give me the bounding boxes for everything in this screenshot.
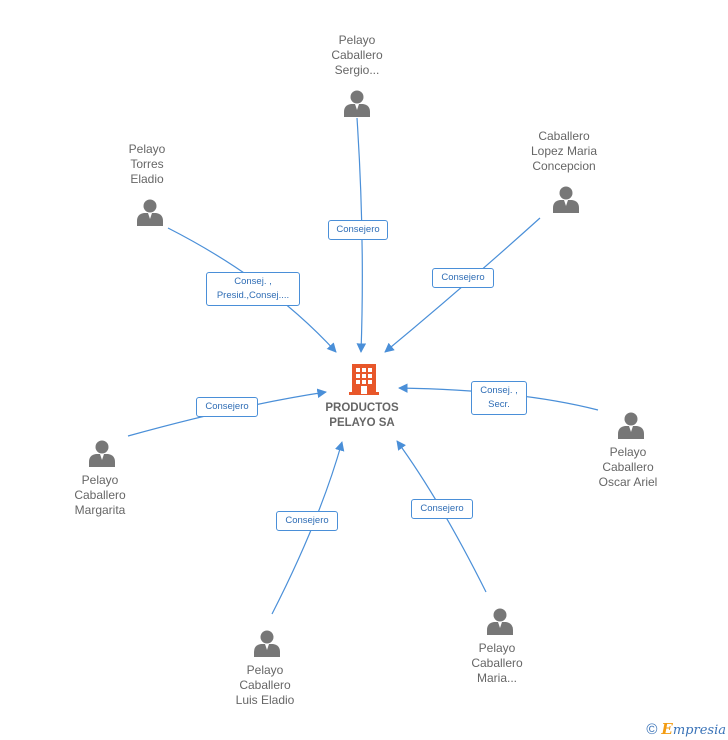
company-name-line: PELAYO SA	[329, 417, 395, 429]
brand-name: mpresia	[672, 723, 726, 738]
person-name-line: Caballero	[74, 488, 126, 502]
relation-label-eladio[interactable]: Consej. , Presid.,Consej....	[206, 272, 300, 306]
relation-label-sergio[interactable]: Consejero	[328, 220, 388, 240]
relation-text: Consejero	[205, 401, 249, 412]
person-name-line: Luis Eladio	[235, 693, 295, 707]
footer-brand: ©Empresia	[646, 720, 726, 738]
person-name-line: Caballero	[602, 460, 654, 474]
person-name-line: Caballero	[331, 48, 383, 62]
copyright-icon: ©	[646, 721, 658, 738]
person-icon[interactable]	[616, 410, 646, 440]
person-name-line: Torres	[130, 157, 164, 171]
person-name-line: Maria...	[476, 671, 517, 685]
person-name-line: Pelayo	[128, 142, 166, 156]
person-name-line: Pelayo	[246, 663, 284, 677]
relation-text: Secr.	[488, 399, 510, 410]
building-icon[interactable]	[347, 362, 381, 396]
brand-logo-e: E	[661, 720, 673, 738]
person-name-line: Pelayo	[478, 641, 516, 655]
relation-label-margarita[interactable]: Consejero	[196, 397, 258, 417]
person-name-line: Caballero	[538, 129, 590, 143]
relation-text: Consejero	[441, 272, 485, 283]
person-name-line: Lopez Maria	[530, 144, 598, 158]
relation-label-oscar[interactable]: Consej. , Secr.	[471, 381, 527, 415]
relation-text: Consejero	[336, 224, 380, 235]
person-name-line: Caballero	[471, 656, 523, 670]
person-name-line: Pelayo	[609, 445, 647, 459]
person-icon[interactable]	[342, 88, 372, 118]
person-name-line: Sergio...	[334, 63, 380, 77]
relation-text: Consejero	[420, 503, 464, 514]
person-icon[interactable]	[252, 628, 282, 658]
person-name-line: Concepcion	[532, 159, 596, 173]
relation-label-luis[interactable]: Consejero	[276, 511, 338, 531]
person-name-line: Oscar Ariel	[598, 475, 658, 489]
relation-text: Consej. ,	[234, 276, 272, 287]
person-icon[interactable]	[135, 197, 165, 227]
person-icon[interactable]	[485, 606, 515, 636]
person-name-line: Caballero	[239, 678, 291, 692]
person-name-line: Eladio	[130, 172, 164, 186]
relation-text: Consejero	[285, 515, 329, 526]
person-name-line: Margarita	[74, 503, 126, 517]
person-icon[interactable]	[87, 438, 117, 468]
company-name-line: PRODUCTOS	[325, 402, 399, 414]
relation-label-maria[interactable]: Consejero	[411, 499, 473, 519]
relation-text: Consej. ,	[480, 385, 518, 396]
company-name[interactable]: PRODUCTOS PELAYO SA	[300, 401, 424, 431]
relation-label-concepcion[interactable]: Consejero	[432, 268, 494, 288]
relation-text: Presid.,Consej....	[216, 290, 290, 301]
person-icon[interactable]	[551, 184, 581, 214]
person-name-line: Pelayo	[338, 33, 376, 47]
person-name-line: Pelayo	[81, 473, 119, 487]
